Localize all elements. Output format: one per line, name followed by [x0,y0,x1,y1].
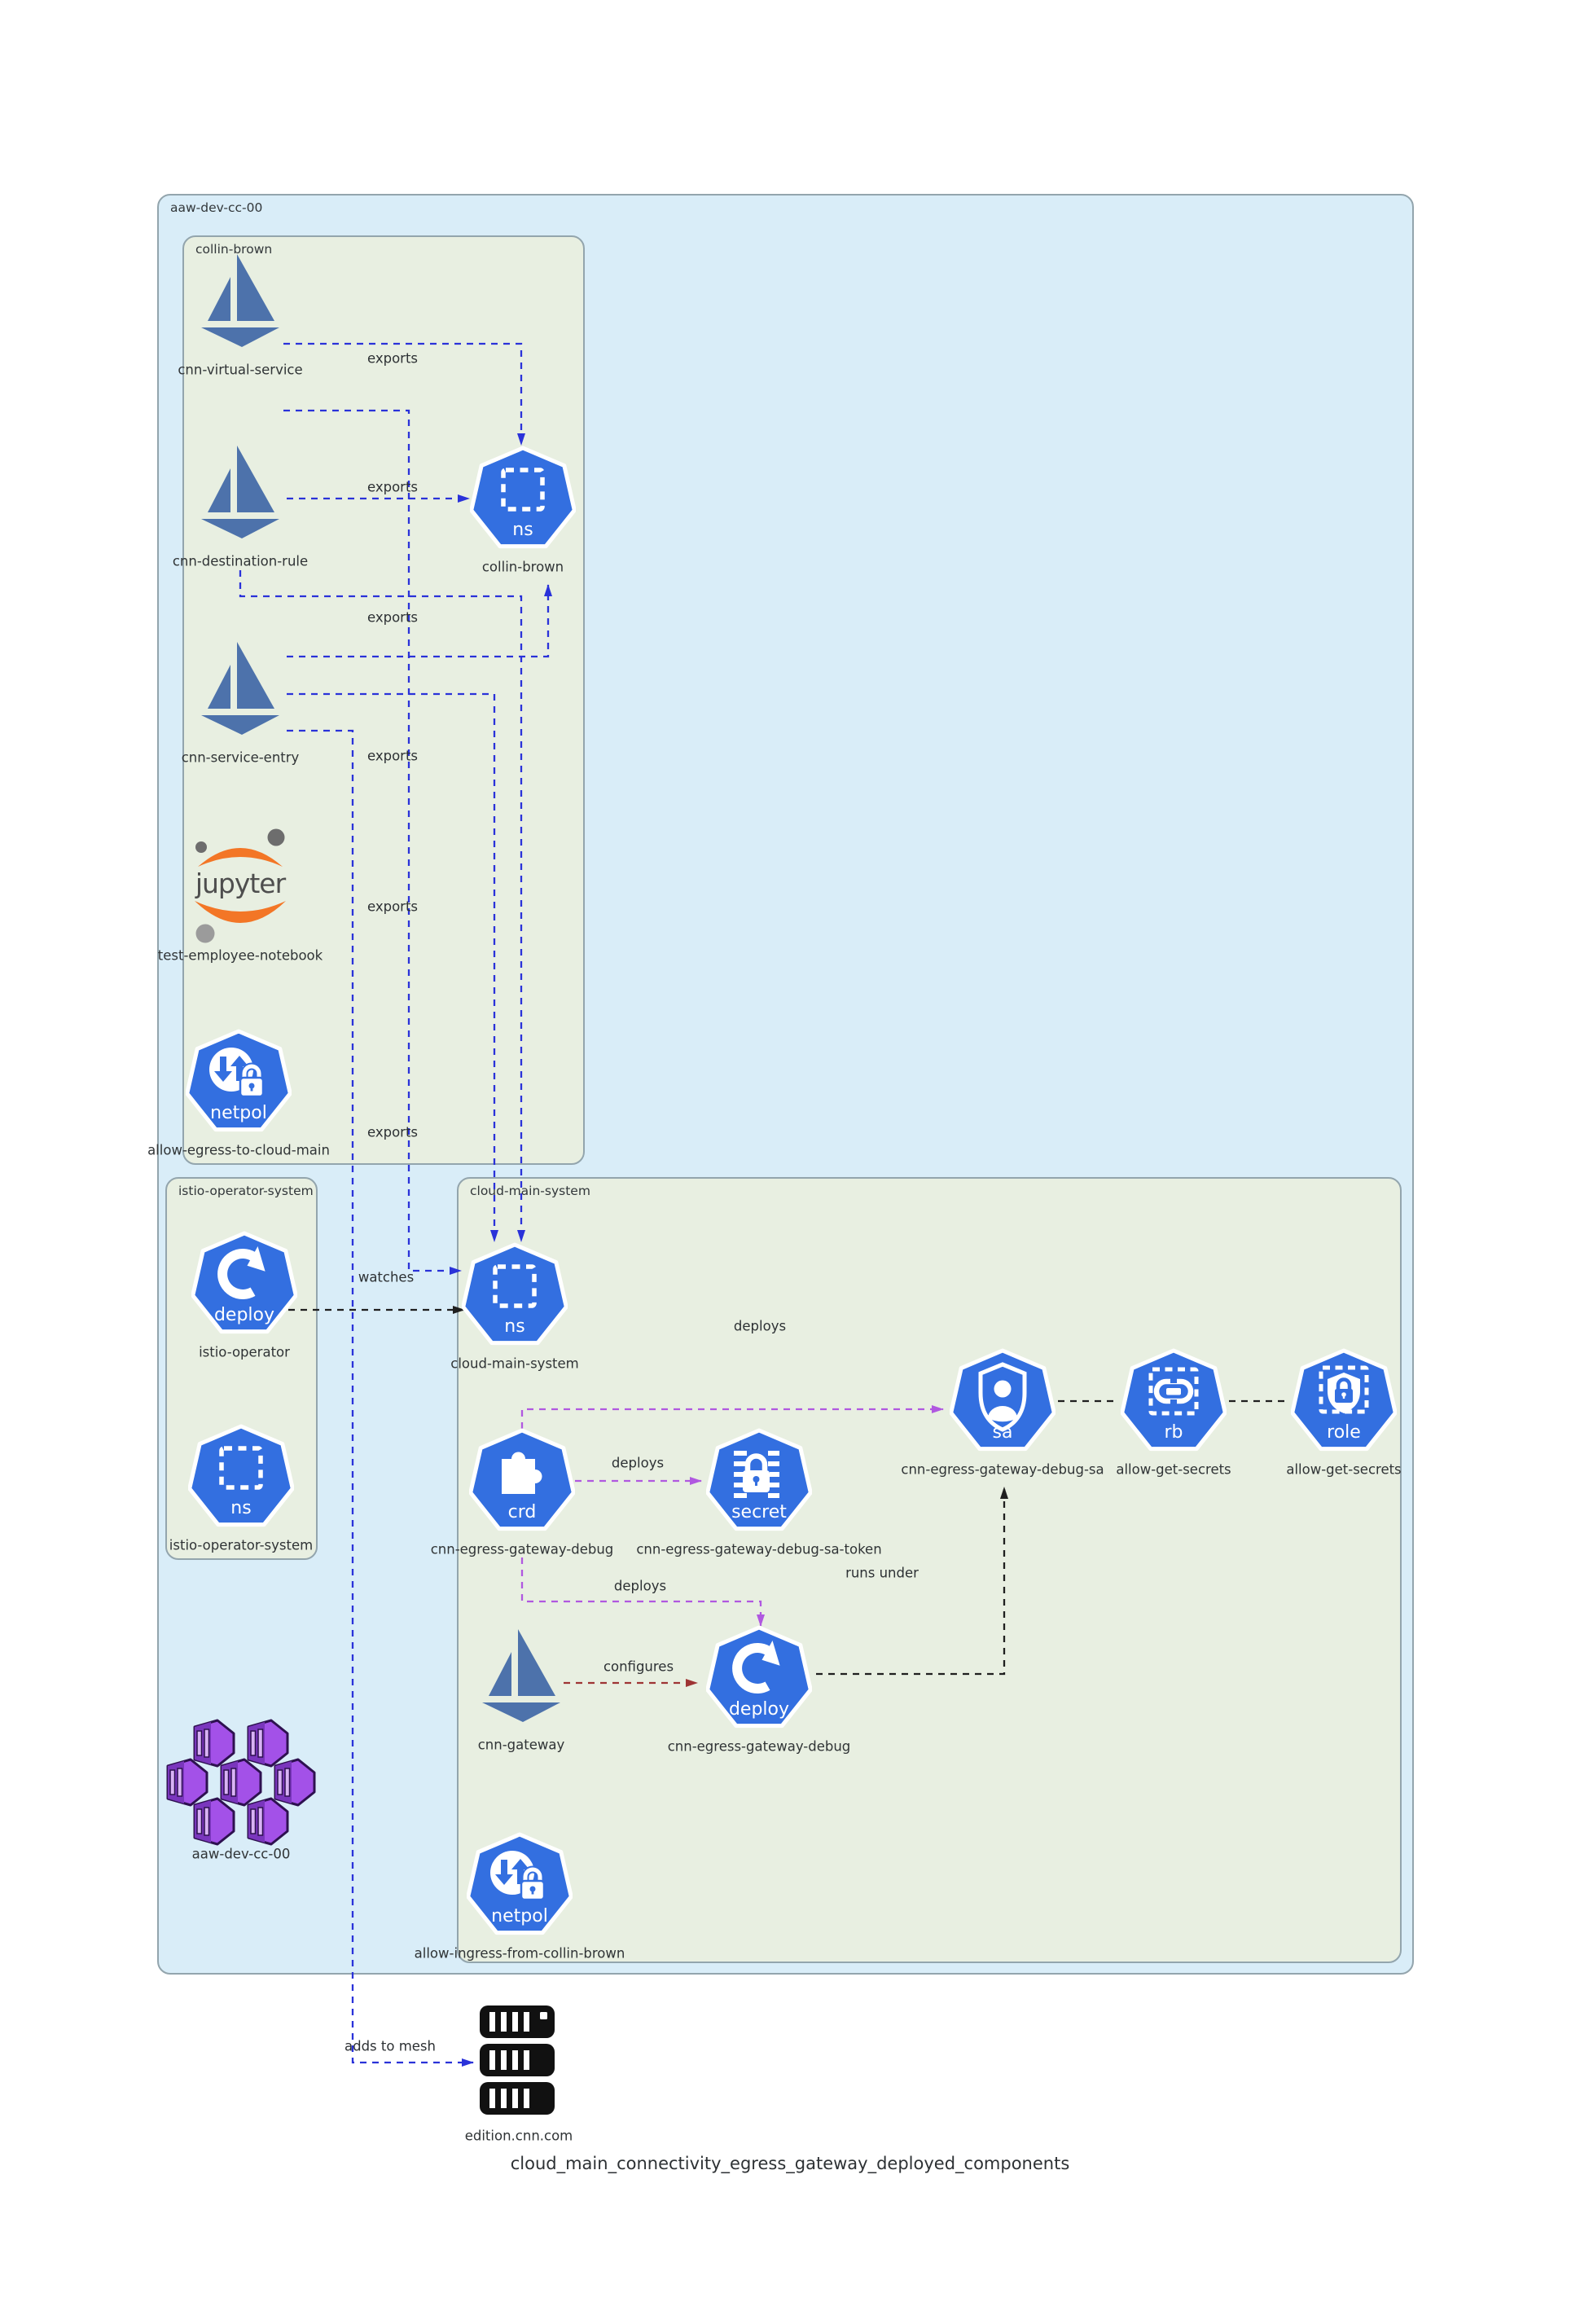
edge-label: exports [366,1124,419,1140]
node-cnn-egress-gateway-debug-sa-token: secret [705,1428,813,1534]
node-cnn-gateway [481,1628,562,1729]
istio-sailboat-icon [201,642,279,735]
node-label-rb-allow-get-secrets: allow-get-secrets [1116,1461,1231,1478]
cluster-boxes-icon [166,1719,316,1845]
node-ns-cloud-main-system: ns [461,1242,568,1348]
node-cnn-service-entry [200,640,281,741]
container-label-cloud-main-system: cloud-main-system [470,1184,590,1198]
node-cluster-aaw-dev-cc-00 [156,1716,327,1850]
node-label-istio-operator: istio-operator [199,1344,290,1360]
svg-text:deploy: deploy [214,1305,274,1325]
node-label-cluster-aaw-dev-cc-00: aaw-dev-cc-00 [191,1846,291,1862]
deploy-icon: deploy [191,1231,298,1334]
server-icon [480,2005,555,2115]
node-test-employee-notebook: jupyter [183,821,297,943]
svg-text:ns: ns [230,1498,251,1518]
node-label-ns-collin-brown: collin-brown [481,559,564,575]
svg-text:crd: crd [508,1502,537,1522]
ns-icon: ns [187,1424,295,1527]
svg-text:jupyter: jupyter [195,868,287,899]
jupyter-icon: jupyter [195,828,287,943]
container-label-istio-operator-system: istio-operator-system [178,1184,314,1198]
svg-text:ns: ns [504,1316,524,1337]
role-icon: role [1290,1348,1398,1452]
svg-text:deploy: deploy [729,1699,789,1720]
node-label-cnn-virtual-service: cnn-virtual-service [178,362,303,378]
node-cnn-destination-rule [200,444,281,545]
ns-icon: ns [469,446,577,549]
node-role-allow-get-secrets: role [1290,1348,1398,1454]
ns-icon: ns [461,1242,568,1346]
edge-label: exports [366,748,419,764]
svg-text:role: role [1327,1422,1361,1443]
secret-icon: secret [705,1428,813,1531]
node-label-cnn-destination-rule: cnn-destination-rule [172,553,309,569]
node-cnn-egress-gateway-debug-sa: sa [949,1348,1056,1454]
node-label-ns-cloud-main-system: cloud-main-system [450,1355,579,1372]
node-label-ns-istio-operator-system: istio-operator-system [169,1537,314,1553]
node-istio-operator: deploy [191,1231,298,1337]
netpol-icon: netpol [185,1029,292,1132]
node-label-role-allow-get-secrets: allow-get-secrets [1286,1461,1402,1478]
container-cloud-main-system [457,1177,1402,1963]
node-label-deploy-cnn-egress-gateway-debug: cnn-egress-gateway-debug [667,1738,851,1755]
edge-label: adds to mesh [345,2038,436,2054]
edge-label: watches [358,1269,415,1285]
svg-text:netpol: netpol [491,1906,548,1926]
node-edition-cnn-com [478,2005,560,2120]
node-label-test-employee-notebook: test-employee-notebook [157,947,323,964]
netpol-icon: netpol [466,1832,573,1935]
node-label-allow-ingress-from-collin-brown: allow-ingress-from-collin-brown [414,1945,625,1962]
diagram-title: cloud_main_connectivity_egress_gateway_d… [510,2154,1070,2173]
edge-label: deploys [733,1318,787,1334]
node-label-edition-cnn-com: edition.cnn.com [464,2128,573,2144]
node-label-crd-cnn-egress-gateway-debug: cnn-egress-gateway-debug [430,1541,614,1557]
node-label-cnn-gateway: cnn-gateway [477,1737,565,1753]
edge-label: runs under [845,1565,919,1581]
node-allow-ingress-from-collin-brown: netpol [466,1832,573,1938]
node-deploy-cnn-egress-gateway-debug: deploy [705,1625,813,1731]
deploy-icon: deploy [705,1625,813,1729]
edge-label: exports [366,479,419,495]
edge-label: deploys [613,1578,667,1594]
node-label-cnn-service-entry: cnn-service-entry [181,749,300,766]
svg-text:netpol: netpol [210,1103,267,1123]
edge-label: configures [603,1658,674,1675]
svg-text:sa: sa [993,1422,1013,1443]
crd-icon: crd [468,1428,576,1531]
node-ns-collin-brown: ns [469,446,577,551]
node-crd-cnn-egress-gateway-debug: crd [468,1428,576,1534]
svg-text:rb: rb [1164,1422,1183,1443]
istio-sailboat-icon [201,254,279,347]
sa-icon: sa [949,1348,1056,1452]
edge-label: deploys [611,1455,665,1471]
rb-icon: rb [1120,1348,1227,1452]
node-label-cnn-egress-gateway-debug-sa-token: cnn-egress-gateway-debug-sa-token [636,1541,882,1557]
node-label-allow-egress-to-cloud-main: allow-egress-to-cloud-main [147,1142,330,1158]
node-rb-allow-get-secrets: rb [1120,1348,1227,1454]
edge-label: exports [366,609,419,626]
edge-label: exports [366,350,419,367]
svg-text:secret: secret [731,1502,787,1522]
container-label-aaw-dev-cc-00: aaw-dev-cc-00 [170,200,263,215]
istio-sailboat-icon [201,446,279,538]
node-label-cnn-egress-gateway-debug-sa: cnn-egress-gateway-debug-sa [901,1461,1104,1478]
istio-sailboat-icon [482,1629,560,1722]
svg-text:ns: ns [512,520,533,540]
edge-label: exports [366,898,419,915]
node-cnn-virtual-service [200,253,281,354]
node-allow-egress-to-cloud-main: netpol [185,1029,292,1135]
node-ns-istio-operator-system: ns [187,1424,295,1530]
container-label-collin-brown: collin-brown [195,242,273,257]
